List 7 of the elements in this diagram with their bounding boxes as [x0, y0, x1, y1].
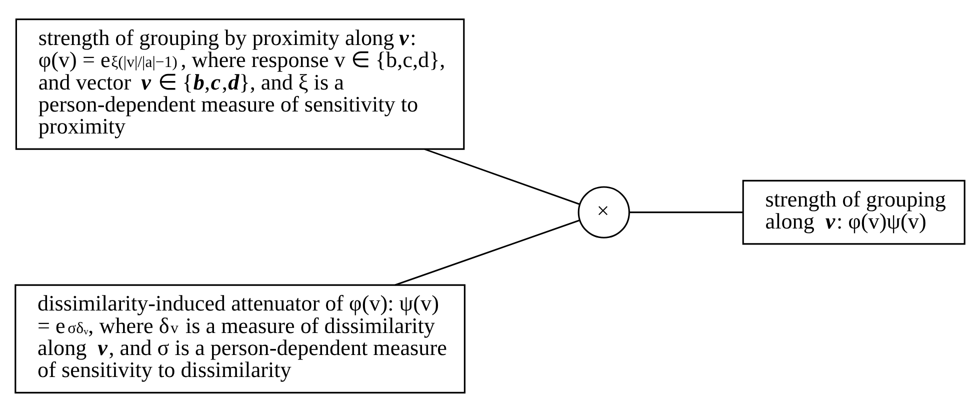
node-circle: × — [578, 186, 630, 238]
connector — [424, 148, 580, 206]
node-box: strength of grouping along v: φ(v)ψ(v) — [742, 180, 966, 245]
node-box: strength of grouping by proximity along v: φ(v) = eξ(|v|/|a|−1), where response v ∈ {b,c,d}, and vector v ∈ {b,c,d}, and ξ is a person-dependent measure of sensitivity to proximity — [15, 18, 465, 150]
node-box: dissimilarity-induced attenuator of φ(v): ψ(v) = eσδᵥ, where δv is a measure of dissimilarity along v, and σ is a person-dependent measure of sensitivity to dissimilarity — [14, 284, 466, 394]
connector — [630, 212, 744, 214]
connector — [394, 220, 580, 286]
